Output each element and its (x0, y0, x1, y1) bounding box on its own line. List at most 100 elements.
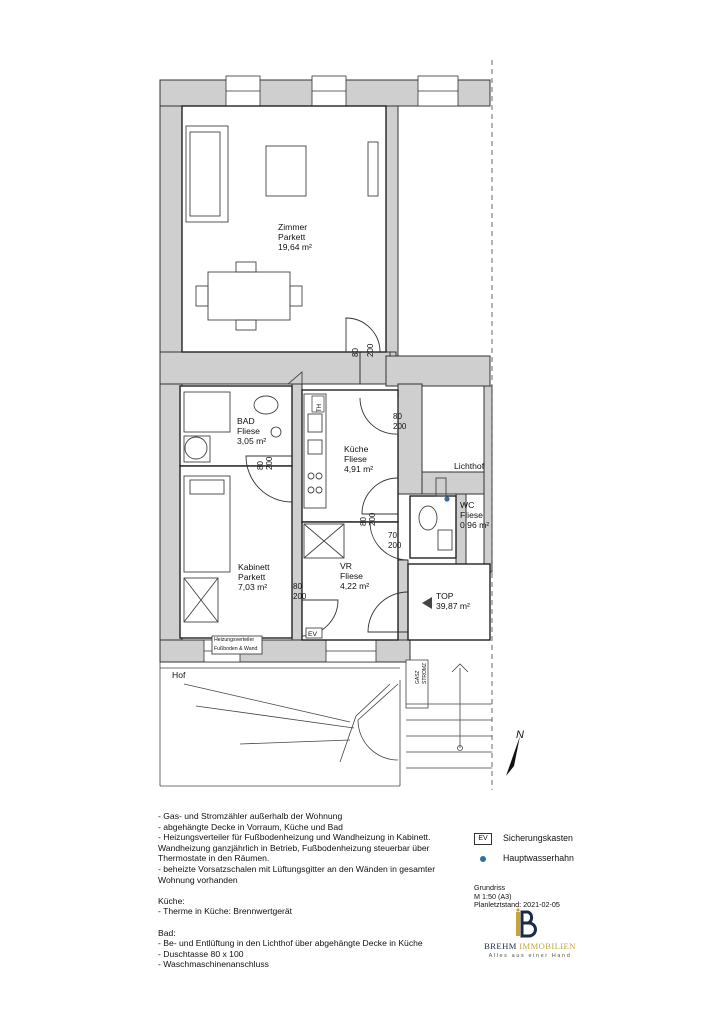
bad-name: BAD (237, 416, 255, 426)
gasz-line1: GASZ (415, 670, 421, 684)
gasz-line2: STROMZ (422, 663, 428, 684)
zimmer-area: 19,64 m² (278, 242, 312, 252)
kabinett-area: 7,03 m² (238, 582, 267, 592)
room-kabinett (179, 465, 293, 639)
th-label: TH (317, 404, 323, 412)
bad-notes-title: Bad: (158, 927, 176, 938)
door-entrance (367, 591, 409, 633)
furniture-bad (183, 391, 279, 463)
toilet (418, 505, 438, 531)
door-kueche-right (359, 397, 399, 435)
door-bad-height: 200 (265, 456, 274, 470)
logo-name-gold: IMMOBILIEN (519, 941, 576, 951)
plan-info-date: Planletztstand: 2021-02-05 (474, 900, 560, 910)
room-zimmer (181, 105, 387, 353)
door-dimensions: 80 200 80 200 80 200 80 200 70 200 80 20… (256, 343, 407, 601)
kueche-notes-title: Küche: (158, 895, 185, 906)
note-line: - beheizte Vorsatzschalen mit Lüftungsgi… (158, 863, 436, 874)
note-line: - Heizungsverteiler für Fußbodenheizung … (158, 832, 431, 843)
note-line: - Duschtasse 80 x 100 (158, 948, 244, 959)
note-line: - Waschmaschinenanschluss (158, 959, 269, 970)
room-vr (301, 521, 399, 641)
courtyard (159, 60, 493, 790)
ev-legend-label: Sicherungskasten (503, 833, 573, 843)
room-top (407, 563, 491, 641)
furniture-wc (418, 477, 453, 551)
hof-label: Hof (172, 670, 186, 680)
room-wc (409, 495, 457, 559)
washbasin (253, 395, 279, 415)
water-legend-dot (480, 856, 486, 862)
top-area: 39,87 m² (436, 601, 470, 611)
furniture-kabinett (183, 475, 263, 655)
wardrobe (183, 577, 219, 623)
wc-shaft (435, 477, 447, 497)
heizungsverteiler-box (211, 635, 263, 655)
sofa (185, 125, 229, 223)
shower-tray (183, 391, 231, 433)
plan-info-title: Grundriss (474, 883, 506, 892)
brehm-logo-name: BREHM IMMOBILIEN (474, 941, 586, 951)
zimmer-floor: Parkett (278, 232, 306, 242)
logo-name-dark: BREHM (484, 941, 517, 951)
vr-cabinet (303, 523, 345, 559)
ev-legend-box: EV (474, 833, 492, 845)
door-wc (369, 521, 409, 561)
wc-floor: Fliese (460, 510, 483, 520)
north-label: N (516, 729, 524, 741)
note-line: Wohnung vorhanden (158, 874, 238, 885)
door-kabinett-width: 80 (293, 582, 302, 591)
door-zimmer (345, 317, 381, 353)
kabinett-name: Kabinett (238, 562, 270, 572)
vr-name: VR (340, 561, 352, 571)
ev-label: EV (308, 631, 318, 638)
kueche-name: Küche (344, 444, 369, 454)
notes: - Gas- und Stromzähler außerhalb der Woh… (158, 811, 458, 970)
door-bad-width: 80 (256, 461, 265, 470)
plan-info-scale: M 1:50 (A3) (474, 891, 512, 901)
north-arrow: N (506, 729, 524, 776)
sideboard (367, 141, 379, 197)
note-line: - Therme in Küche: Brennwertgerät (158, 906, 293, 917)
heizung-line2: Fußboden & Wand (214, 646, 257, 652)
door-kuechevr-width: 80 (359, 517, 368, 526)
door-kuechevr-height: 200 (368, 512, 377, 526)
kitchen-counter (303, 393, 327, 509)
logo-tagline: Alles aus einer Hand (488, 953, 572, 959)
coffee-table (265, 145, 307, 197)
door-kabinett-height: 200 (293, 592, 307, 601)
door-kueche-width: 80 (393, 412, 402, 421)
wc-name: WC (460, 500, 474, 510)
bad-floor: Fliese (237, 426, 260, 436)
note-line: - Gas- und Stromzähler außerhalb der Woh… (158, 811, 343, 821)
brehm-logo-mark-icon (516, 908, 537, 938)
note-line: - abgehängte Decke in Vorraum, Küche und… (158, 821, 343, 832)
room-bad (179, 385, 293, 467)
top-name: TOP (436, 591, 454, 601)
fixture-labels: EV TH Heizungsverteiler Fußboden & Wand … (214, 395, 428, 684)
lichthof-label: Lichthof (454, 461, 485, 471)
bed (183, 475, 231, 573)
brehm-logo: BREHM IMMOBILIEN Alles aus einer Hand (474, 908, 586, 964)
door-wc-height: 200 (388, 541, 402, 550)
furniture-zimmer (185, 125, 379, 331)
heizung-line1: Heizungsverteiler (214, 637, 254, 643)
note-line: - Be- und Entlüftung in den Lichthof übe… (158, 938, 423, 949)
room-labels: Zimmer Parkett 19,64 m² BAD Fliese 3,05 … (172, 222, 489, 680)
zimmer-name: Zimmer (278, 222, 307, 232)
plan-info: Grundriss M 1:50 (A3) Planletztstand: 20… (474, 883, 560, 910)
door-kueche-vr (361, 477, 399, 515)
note-line: Wandheizung ganzjährlich in Betrieb, Fuß… (158, 842, 430, 853)
vr-area: 4,22 m² (340, 581, 369, 591)
vr-floor: Fliese (340, 571, 363, 581)
note-line: Thermostate in den Räumen. (158, 853, 270, 864)
kueche-area: 4,91 m² (344, 464, 373, 474)
entrance-arrow (422, 597, 432, 609)
door-wc-width: 70 (388, 531, 397, 540)
door-zimmer-height: 200 (366, 343, 375, 357)
door-zimmer-width: 80 (351, 348, 360, 357)
room-outlines (179, 105, 491, 641)
window-markers (270, 371, 303, 438)
furniture-kueche (303, 393, 345, 559)
